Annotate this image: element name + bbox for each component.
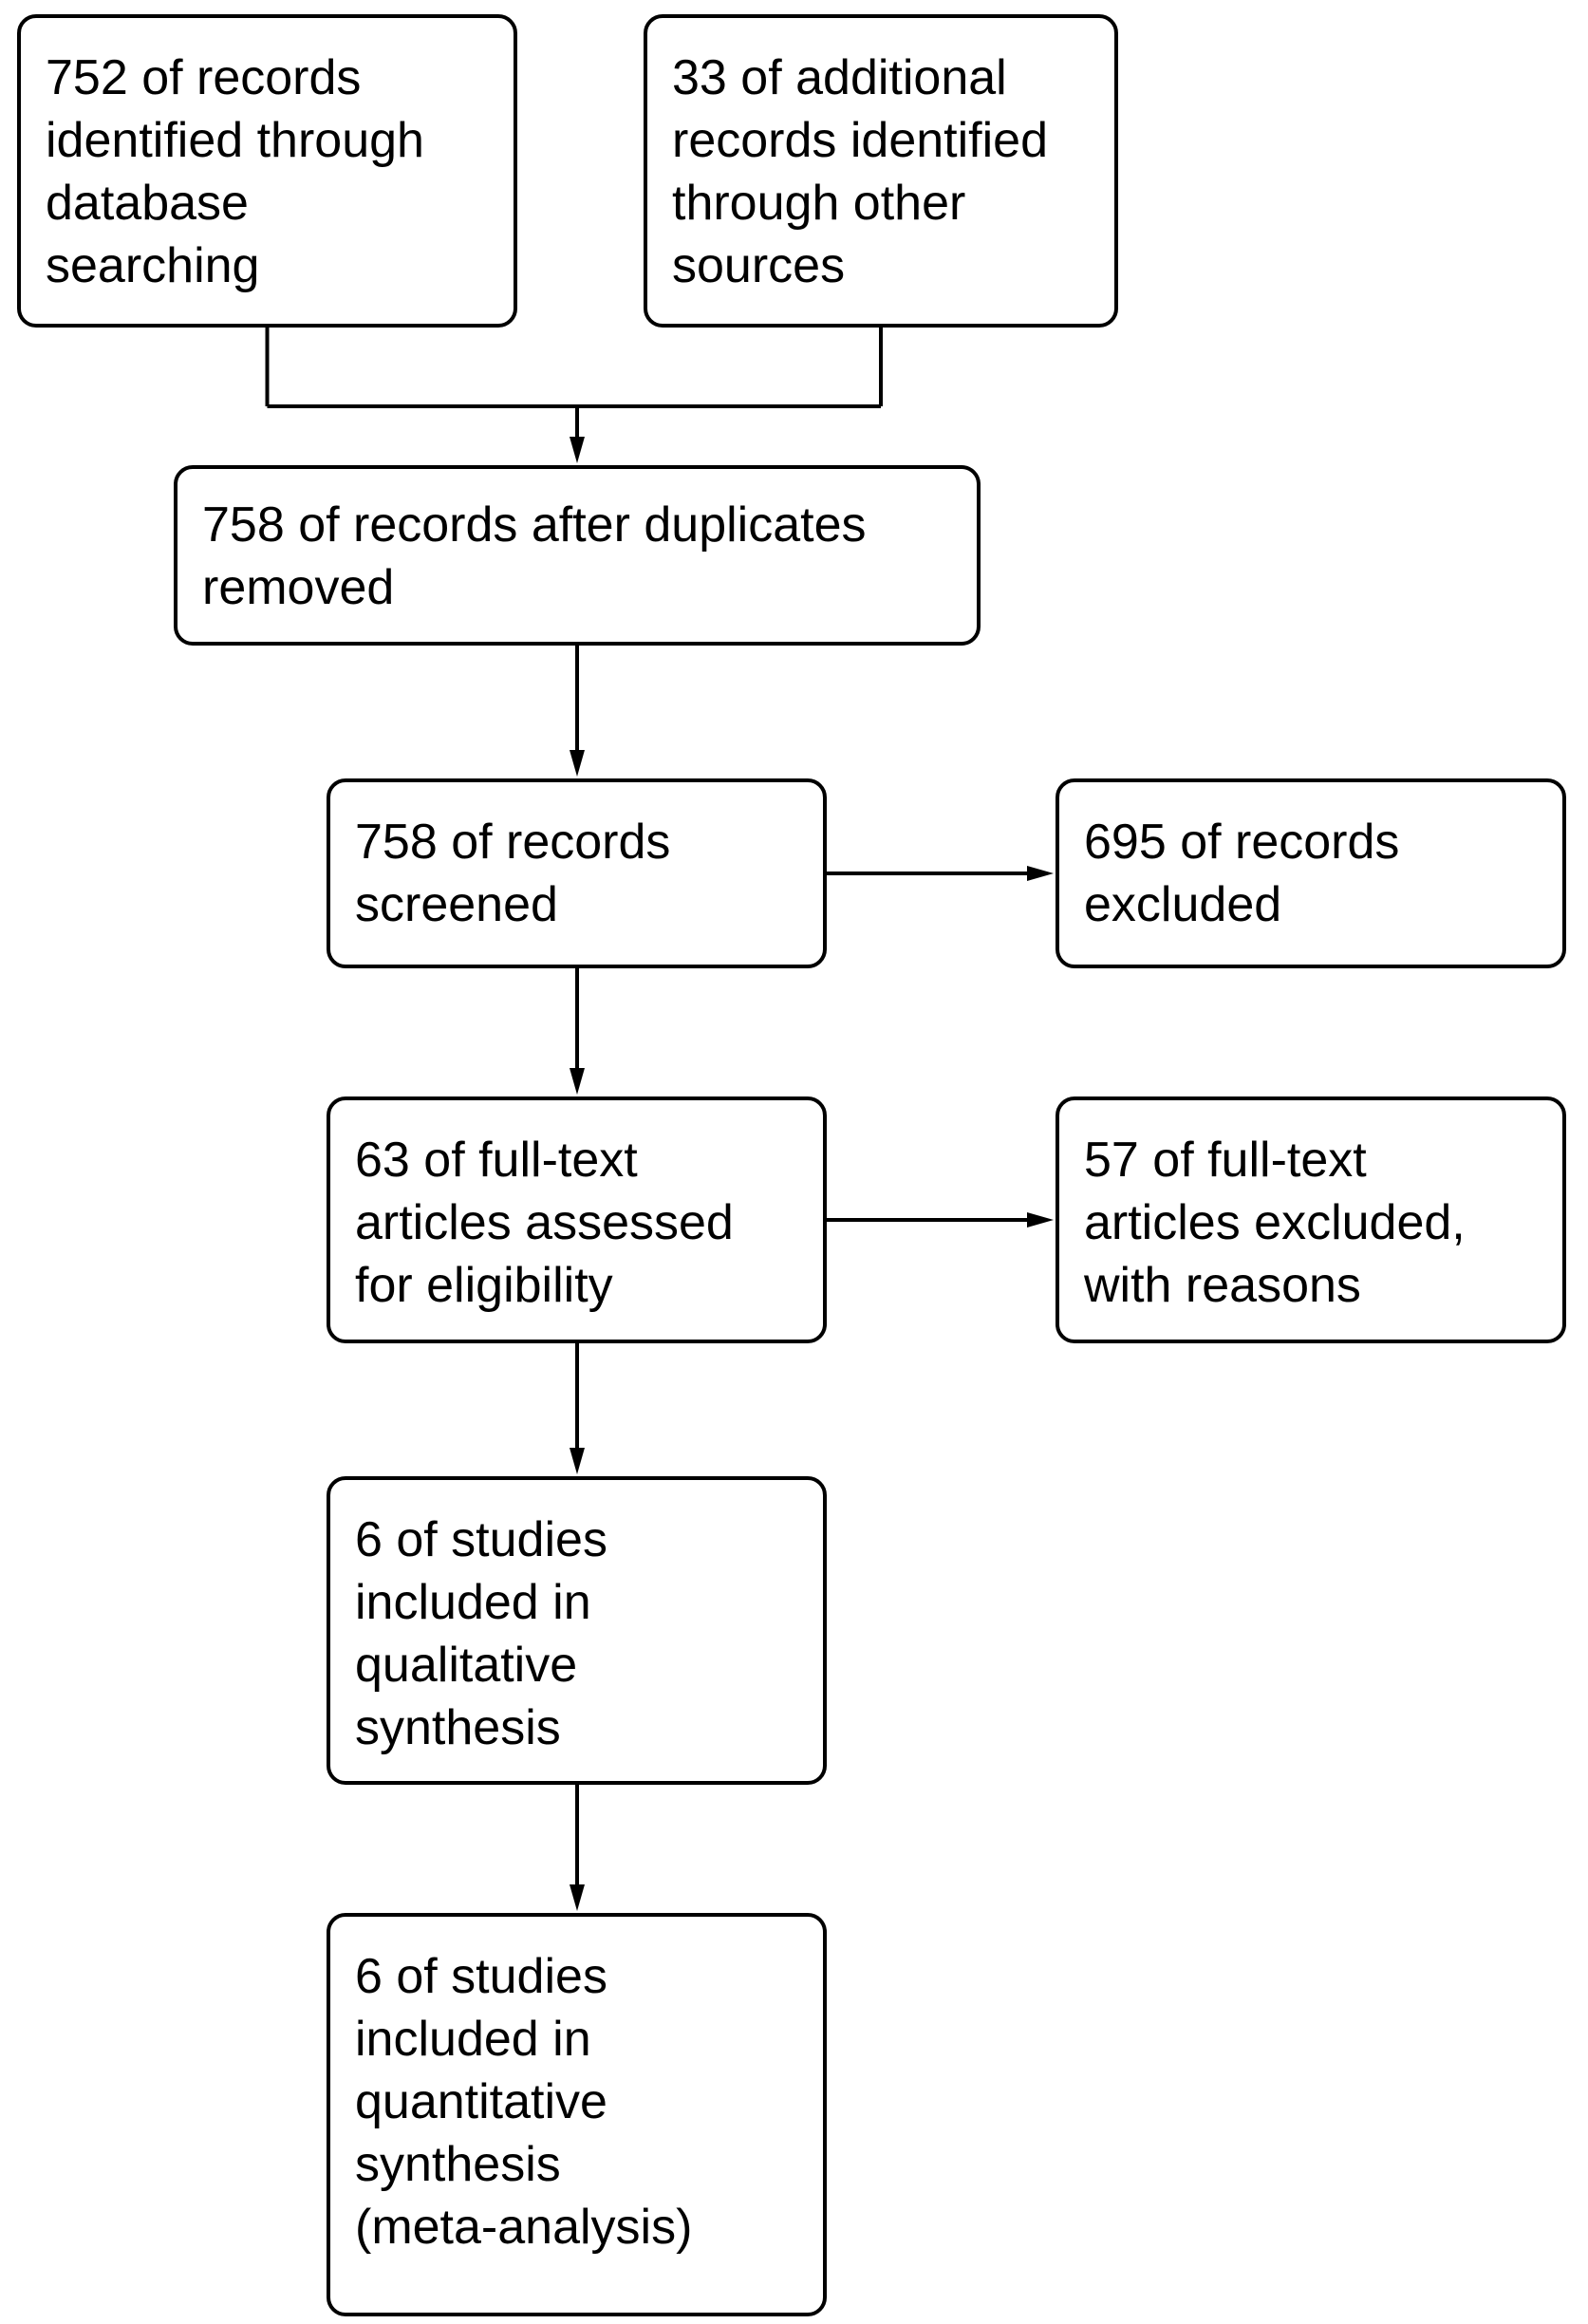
node-records-excluded: 695 of records excluded [1056,778,1566,968]
node-studies-quantitative-synthesis-label: 6 of studies included in quantitative sy… [355,1949,693,2255]
node-studies-qualitative-synthesis-label: 6 of studies included in qualitative syn… [355,1512,607,1755]
arrowhead-down-icon [570,1068,585,1095]
arrowhead-right-icon [1027,866,1054,881]
node-records-screened-label: 758 of records screened [355,815,671,932]
node-fulltext-assessed-for-eligibility-label: 63 of full-text articles assessed for el… [355,1133,734,1313]
arrowhead-down-icon [570,1448,585,1474]
node-records-identified-other-sources: 33 of additional records identified thro… [644,14,1118,328]
arrowhead-down-icon [570,1884,585,1911]
arrowhead-right-icon [1027,1212,1054,1228]
node-studies-quantitative-synthesis: 6 of studies included in quantitative sy… [327,1913,827,2316]
node-records-after-duplicates-removed: 758 of records after duplicates removed [174,465,981,646]
node-fulltext-excluded-with-reasons-label: 57 of full-text articles excluded, with … [1084,1133,1466,1313]
node-records-screened: 758 of records screened [327,778,827,968]
node-records-after-duplicates-removed-label: 758 of records after duplicates removed [202,497,867,615]
node-fulltext-excluded-with-reasons: 57 of full-text articles excluded, with … [1056,1096,1566,1343]
arrowhead-down-icon [570,750,585,777]
node-fulltext-assessed-for-eligibility: 63 of full-text articles assessed for el… [327,1096,827,1343]
node-records-identified-database-label: 752 of records identified through databa… [46,50,424,293]
arrowhead-down-icon [570,437,585,463]
node-records-identified-database: 752 of records identified through databa… [17,14,517,328]
node-records-excluded-label: 695 of records excluded [1084,815,1400,932]
node-studies-qualitative-synthesis: 6 of studies included in qualitative syn… [327,1476,827,1785]
node-records-identified-other-sources-label: 33 of additional records identified thro… [672,50,1048,293]
